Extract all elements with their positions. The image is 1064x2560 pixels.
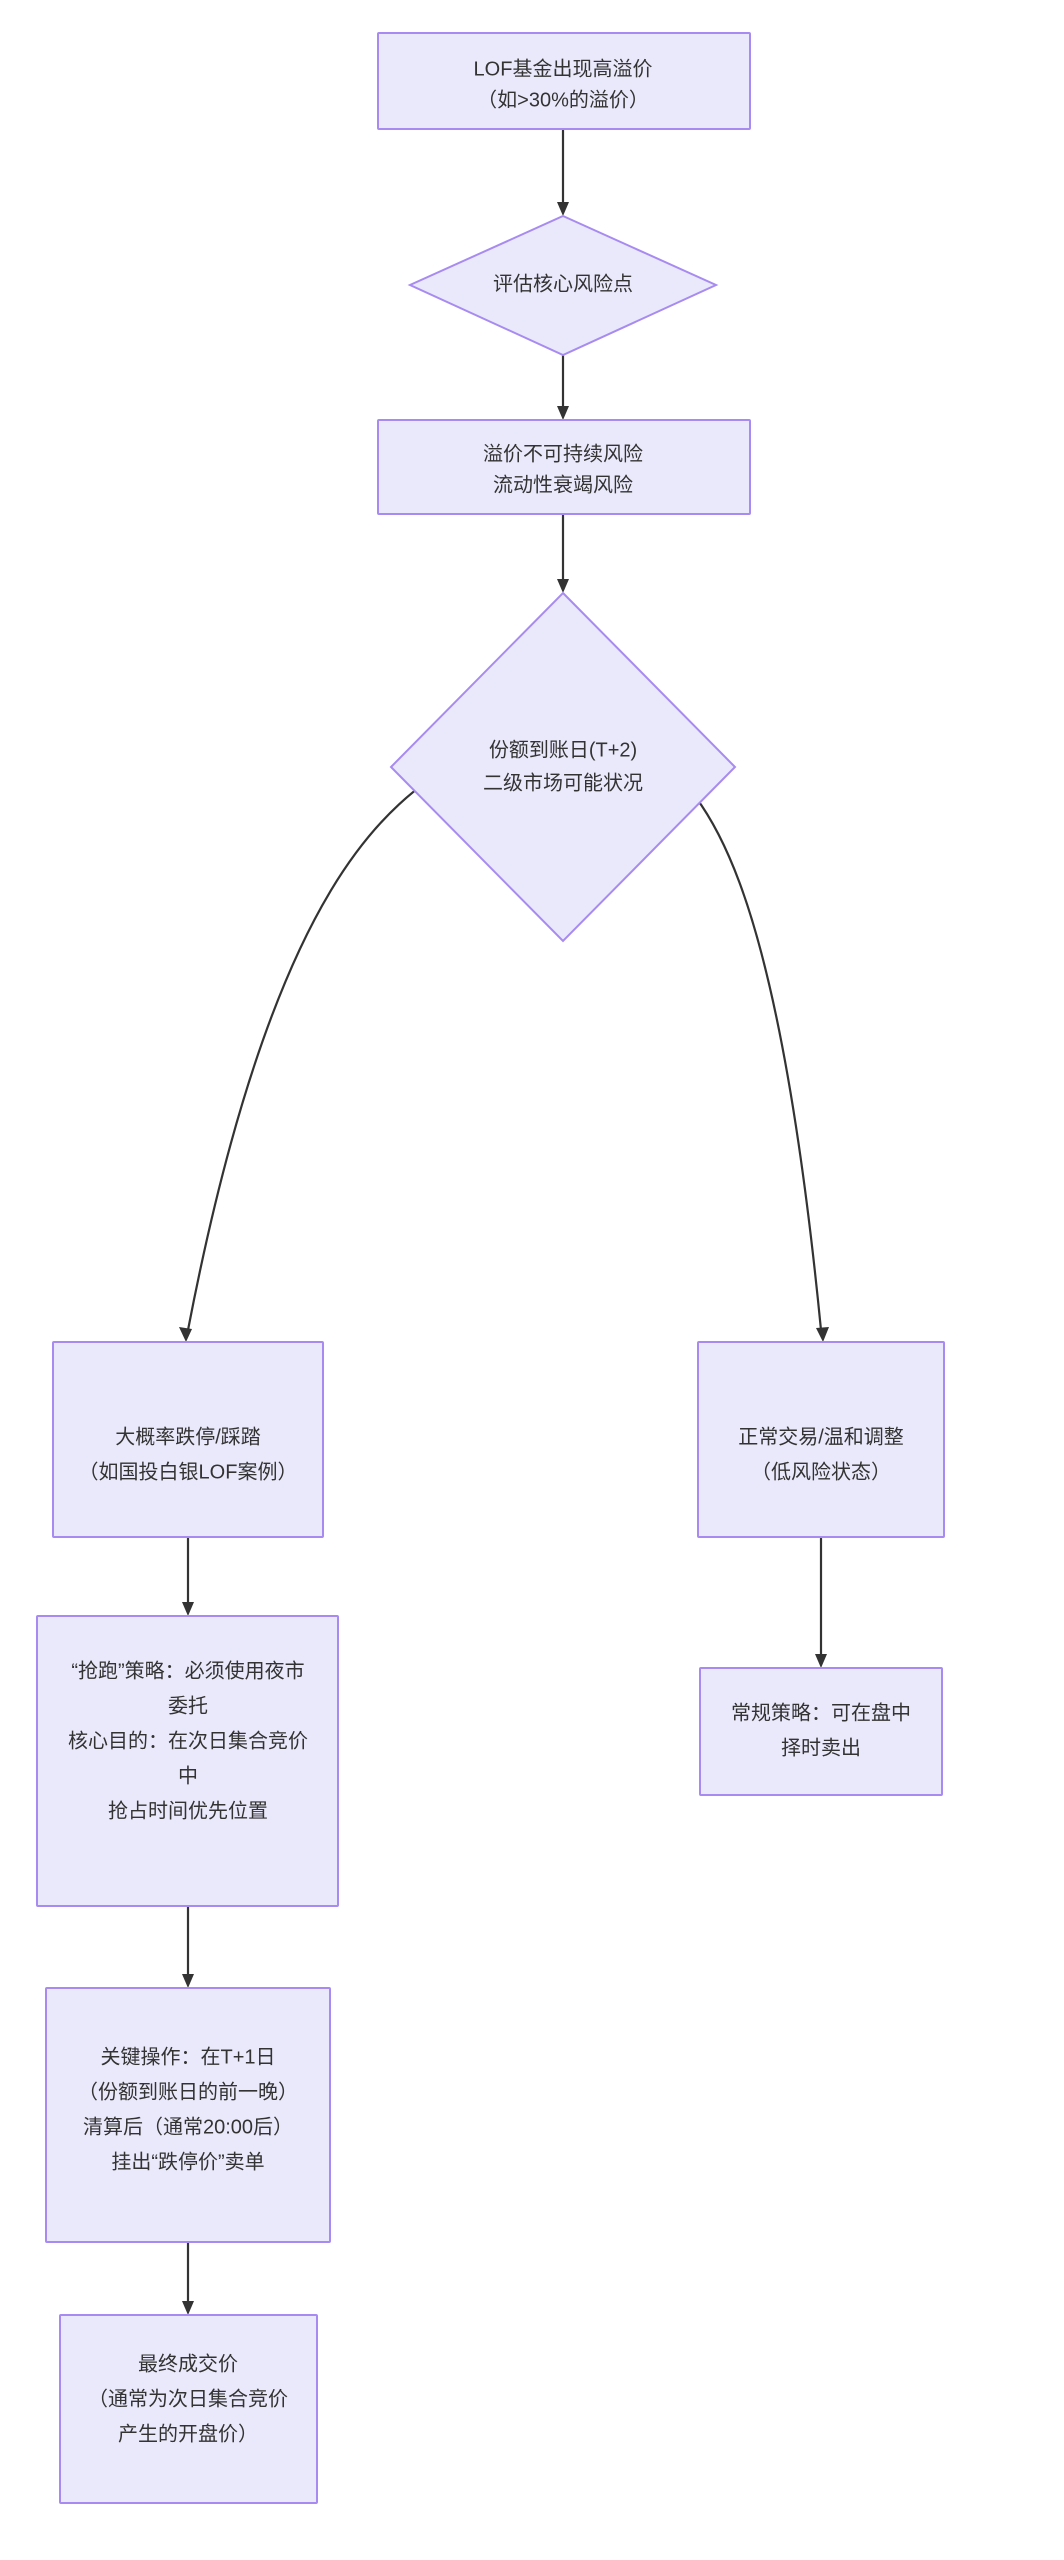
node-text-line: 清算后（通常20:00后）	[83, 2115, 293, 2138]
node-lof-high-premium[interactable]: LOF基金出现高溢价 （如>30%的溢价）	[377, 32, 751, 130]
node-text-line: “抢跑”策略：必须使用夜市	[71, 1659, 304, 1682]
node-text-line: 择时卖出	[781, 1736, 861, 1759]
edge-n7-n9	[182, 1906, 194, 1988]
node-text-line: 最终成交价	[138, 2352, 238, 2375]
node-text-line: 中	[178, 1764, 198, 1787]
node-normal-trading[interactable]: 正常交易/温和调整 （低风险状态）	[697, 1341, 945, 1538]
node-text-line: 产生的开盘价）	[118, 2422, 258, 2445]
edge-n6-n8	[815, 1537, 827, 1668]
node-limit-down-stampede[interactable]: 大概率跌停/踩踏 （如国投白银LOF案例）	[52, 1341, 324, 1538]
node-text-line: 流动性衰竭风险	[493, 473, 633, 496]
node-text-line: 常规策略：可在盘中	[731, 1701, 911, 1724]
node-text-line: 溢价不可持续风险	[483, 442, 643, 465]
node-assess-core-risk[interactable]: 评估核心风险点	[407, 214, 719, 357]
node-text-line: （如国投白银LOF案例）	[79, 1460, 298, 1483]
node-text-line: （如>30%的溢价）	[477, 88, 649, 111]
node-risk-list[interactable]: 溢价不可持续风险 流动性衰竭风险	[377, 419, 751, 515]
node-layer: LOF基金出现高溢价 （如>30%的溢价） 评估核心风险点 溢价不可持续风险 流…	[36, 32, 945, 2504]
edge-n1-n2	[557, 129, 569, 216]
node-front-run-strategy[interactable]: “抢跑”策略：必须使用夜市 委托 核心目的：在次日集合竞价 中 抢占时间优先位置	[36, 1615, 339, 1907]
node-text-line: 大概率跌停/踩踏	[115, 1425, 261, 1448]
node-text-line: 抢占时间优先位置	[108, 1799, 268, 1822]
node-text-line: 关键操作：在T+1日	[100, 2045, 275, 2068]
node-text-line: （通常为次日集合竞价	[88, 2387, 288, 2410]
node-settlement-day-market[interactable]: 份额到账日(T+2) 二级市场可能状况	[389, 591, 737, 943]
node-text-line: 二级市场可能状况	[483, 771, 643, 794]
edge-n3-n4	[557, 514, 569, 593]
node-text-line: 核心目的：在次日集合竞价	[68, 1729, 308, 1752]
node-routine-strategy[interactable]: 常规策略：可在盘中 择时卖出	[699, 1667, 943, 1796]
edge-n9-n10	[182, 2242, 194, 2315]
node-text-line: 正常交易/温和调整	[738, 1425, 904, 1448]
node-text-line: LOF基金出现高溢价	[474, 57, 653, 80]
edge-n2-n3	[557, 355, 569, 420]
node-text-line: 份额到账日(T+2)	[489, 738, 637, 761]
node-key-operation[interactable]: 关键操作：在T+1日 （份额到账日的前一晚） 清算后（通常20:00后） 挂出“…	[45, 1987, 331, 2243]
edge-n4-n5	[179, 739, 488, 1342]
node-text-line: （份额到账日的前一晚）	[78, 2080, 298, 2103]
edge-n5-n7	[182, 1537, 194, 1616]
node-text-line: 委托	[168, 1694, 208, 1717]
node-text-line: （低风险状态）	[751, 1460, 891, 1483]
node-final-price[interactable]: 最终成交价 （通常为次日集合竞价 产生的开盘价）	[59, 2314, 318, 2504]
node-text-line: 评估核心风险点	[493, 272, 633, 295]
node-text-line: 挂出“跌停价”卖单	[111, 2150, 264, 2173]
